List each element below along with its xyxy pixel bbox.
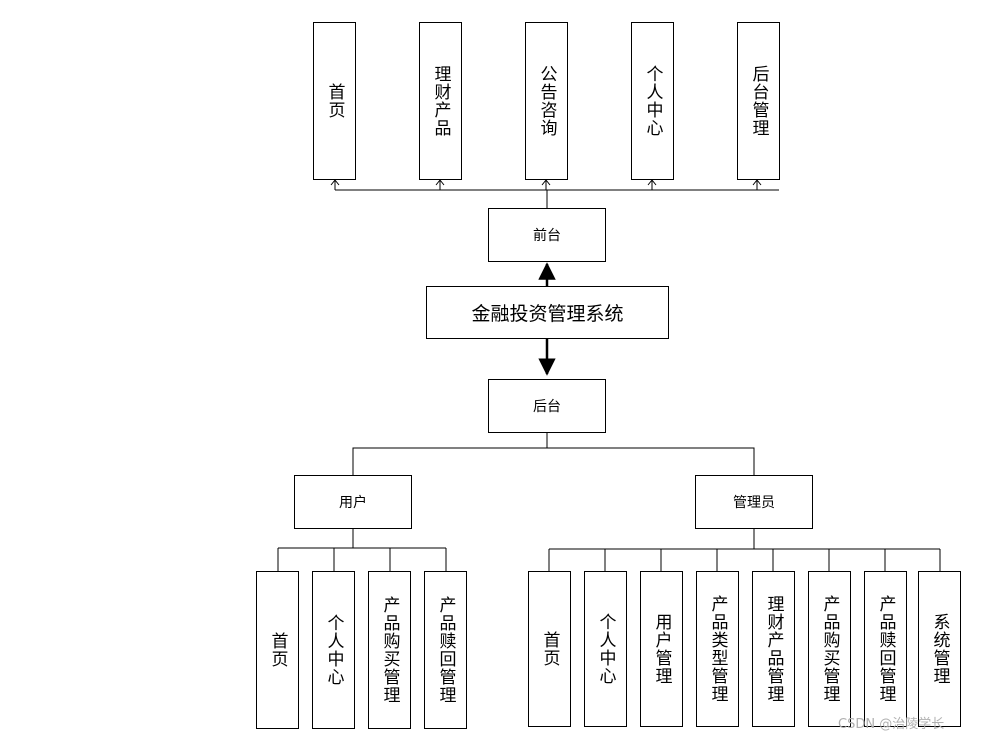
user-module-purchase-management: 产品购买管理 <box>368 571 411 729</box>
admin-module-label: 产品赎回管理 <box>875 595 896 703</box>
admin-module-home: 首页 <box>528 571 571 727</box>
backend-connector <box>352 432 755 475</box>
admin-module-redemption-management: 产品赎回管理 <box>864 571 907 727</box>
root-node-label: 金融投资管理系统 <box>471 303 624 325</box>
admin-module-user-management: 用户管理 <box>640 571 683 727</box>
frontend-module-finance-products: 理财产品 <box>419 22 462 180</box>
frontend-module-label: 理财产品 <box>430 65 451 137</box>
user-module-label: 首页 <box>267 632 288 668</box>
admin-connector <box>548 528 941 571</box>
user-module-label: 个人中心 <box>323 614 344 686</box>
admin-module-label: 理财产品管理 <box>763 595 784 703</box>
watermark: CSDN @治陵学长 <box>838 717 945 732</box>
backend-node: 后台 <box>488 379 606 433</box>
admin-module-product-type-management: 产品类型管理 <box>696 571 739 727</box>
admin-module-label: 系统管理 <box>929 613 950 685</box>
admin-module-personal-center: 个人中心 <box>584 571 627 727</box>
user-connector <box>277 528 447 571</box>
user-module-redemption-management: 产品赎回管理 <box>424 571 467 729</box>
root-node: 金融投资管理系统 <box>426 286 669 339</box>
frontend-module-home: 首页 <box>313 22 356 180</box>
admin-node-label: 管理员 <box>733 495 775 511</box>
admin-module-purchase-management: 产品购买管理 <box>808 571 851 727</box>
admin-module-finance-product-management: 理财产品管理 <box>752 571 795 727</box>
admin-module-label: 产品购买管理 <box>819 595 840 703</box>
frontend-module-backend-admin: 后台管理 <box>737 22 780 180</box>
admin-module-label: 首页 <box>539 631 560 667</box>
frontend-module-label: 公告咨询 <box>536 65 557 137</box>
frontend-arrowheads <box>330 179 762 186</box>
admin-module-label: 产品类型管理 <box>707 595 728 703</box>
frontend-module-label: 后台管理 <box>748 65 769 137</box>
user-node-label: 用户 <box>339 495 367 511</box>
frontend-connector <box>334 180 779 208</box>
admin-node: 管理员 <box>695 475 813 529</box>
admin-module-label: 用户管理 <box>651 613 672 685</box>
user-module-home: 首页 <box>256 571 299 729</box>
frontend-module-personal-center: 个人中心 <box>631 22 674 180</box>
user-module-label: 产品赎回管理 <box>435 596 456 704</box>
frontend-module-label: 个人中心 <box>642 65 663 137</box>
frontend-node-label: 前台 <box>533 228 561 244</box>
user-module-personal-center: 个人中心 <box>312 571 355 729</box>
frontend-node: 前台 <box>488 208 606 262</box>
user-node: 用户 <box>294 475 412 529</box>
user-module-label: 产品购买管理 <box>379 596 400 704</box>
frontend-module-announcements: 公告咨询 <box>525 22 568 180</box>
admin-module-system-management: 系统管理 <box>918 571 961 727</box>
admin-module-label: 个人中心 <box>595 613 616 685</box>
frontend-module-label: 首页 <box>324 83 345 119</box>
backend-node-label: 后台 <box>533 399 561 415</box>
